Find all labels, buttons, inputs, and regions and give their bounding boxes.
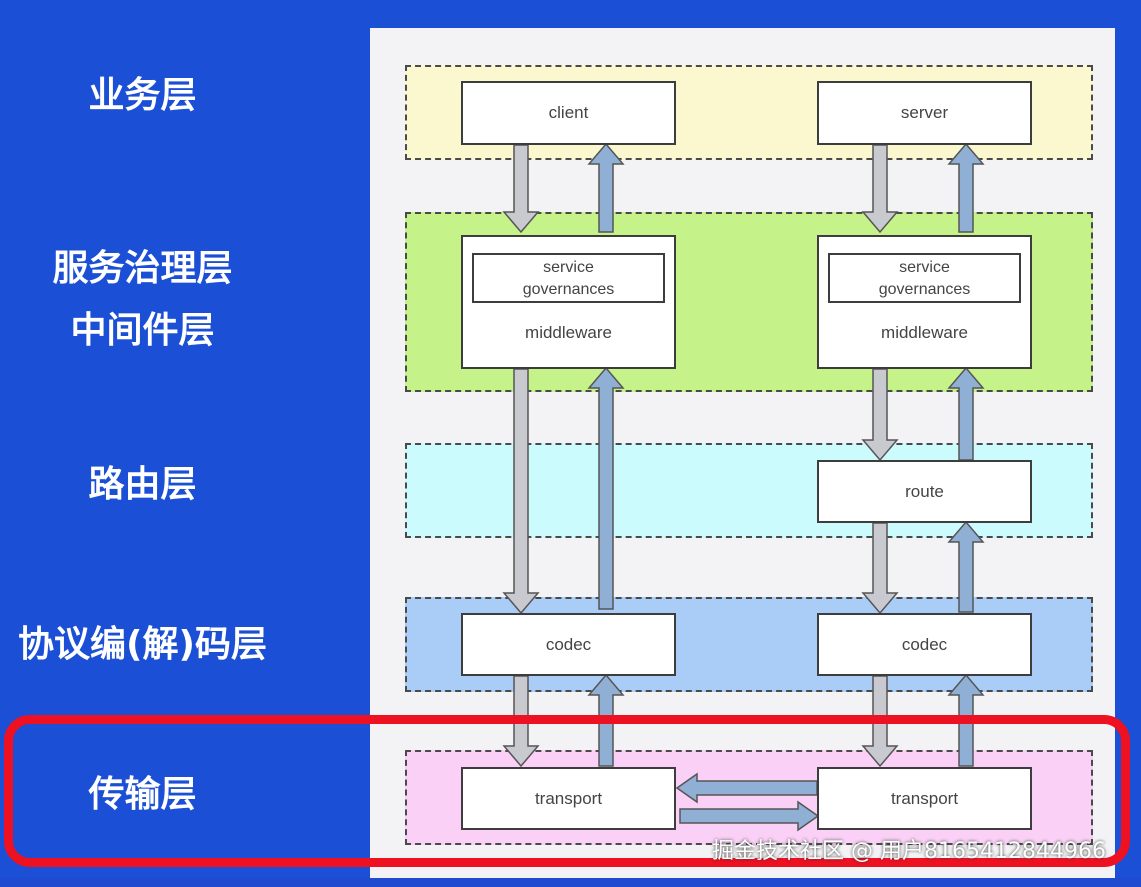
service-governances-box: service governances [472,253,665,303]
layer-label-business: 业务层 [88,75,197,116]
server-middleware-box: service governances middleware [817,235,1032,369]
layer-label-codec: 协议编(解)码层 [18,624,267,665]
service-governances-box: service governances [828,253,1021,303]
transport-highlight-outline [4,715,1130,867]
client-transport-box: transport [461,767,676,830]
service-governances-line1: service [899,259,950,276]
layer-label-routing: 路由层 [88,464,197,505]
server-codec-box: codec [817,613,1032,676]
bottom-bar [0,878,1141,887]
service-governances-line1: service [543,259,594,276]
layer-label-transport: 传输层 [88,774,197,815]
server-box: server [817,81,1032,145]
watermark: 掘金技术社区 @ 用户8165412844966 [712,839,1106,864]
client-middleware-box: service governances middleware [461,235,676,369]
service-governances-line2: governances [878,281,971,298]
service-governances-line2: governances [522,281,615,298]
layer-label-middleware: 中间件层 [70,310,215,351]
layer-label-governance: 服务治理层 [52,248,233,289]
middleware-label: middleware [881,323,968,342]
client-box: client [461,81,676,145]
middleware-label: middleware [525,323,612,342]
client-codec-box: codec [461,613,676,676]
route-box: route [817,460,1032,523]
server-transport-box: transport [817,767,1032,830]
